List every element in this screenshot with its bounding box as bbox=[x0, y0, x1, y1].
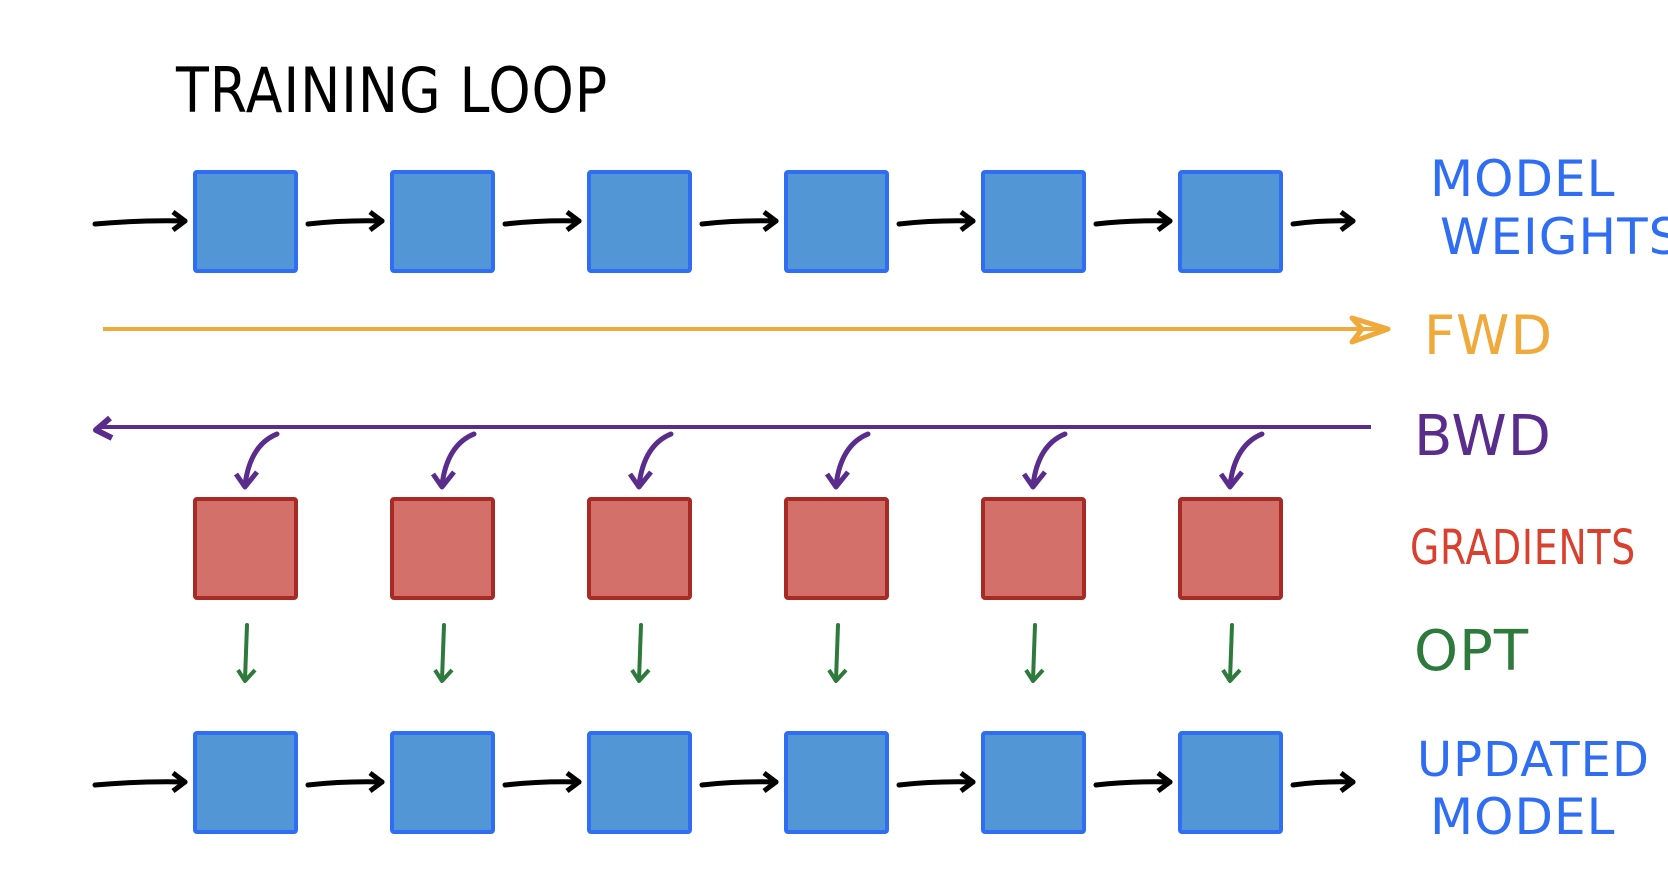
arrowhead-icon bbox=[565, 210, 582, 232]
weight-block bbox=[390, 170, 495, 273]
opt-arrow bbox=[637, 623, 643, 682]
bwd-gradient-arrow bbox=[636, 431, 674, 488]
arrowhead-icon bbox=[1339, 771, 1356, 793]
updated-weight-block bbox=[193, 731, 298, 834]
flow-arrow bbox=[305, 779, 385, 788]
gradient-block bbox=[587, 497, 692, 600]
updated-weight-block bbox=[784, 731, 889, 834]
arrowhead-icon bbox=[565, 771, 582, 793]
updated-weight-block bbox=[981, 731, 1086, 834]
flow-arrow bbox=[1093, 779, 1173, 788]
arrowhead-icon bbox=[1339, 210, 1356, 232]
updated-model-row bbox=[92, 731, 1356, 834]
diagram-title: TRAINING LOOP bbox=[175, 54, 608, 127]
arrowhead-icon bbox=[368, 771, 385, 793]
arrowhead-icon bbox=[762, 210, 779, 232]
arrowhead-icon bbox=[1024, 668, 1045, 683]
flow-arrow bbox=[502, 779, 582, 788]
bwd-arrowhead-icon bbox=[93, 415, 114, 441]
arrowhead-icon bbox=[1221, 668, 1242, 683]
gradient-block bbox=[981, 497, 1086, 600]
model-weights-label-line2: WEIGHTS bbox=[1440, 208, 1668, 266]
arrowhead-icon bbox=[171, 210, 188, 232]
flow-arrow bbox=[699, 779, 779, 788]
bwd-gradient-arrow bbox=[439, 431, 477, 488]
arrowhead-icon bbox=[630, 668, 651, 683]
arrowhead-icon bbox=[430, 470, 456, 490]
gradient-block bbox=[193, 497, 298, 600]
flow-arrow bbox=[896, 779, 976, 788]
flow-arrow bbox=[1290, 218, 1356, 227]
opt-label: OPT bbox=[1414, 619, 1529, 684]
updated-model-label-line1: UPDATED bbox=[1417, 732, 1650, 788]
gradients-row bbox=[193, 431, 1283, 683]
flow-arrow bbox=[92, 779, 188, 788]
opt-arrow bbox=[440, 623, 446, 682]
flow-arrow bbox=[896, 218, 976, 227]
model-weights-label-line1: MODEL bbox=[1430, 150, 1615, 208]
flow-arrow bbox=[305, 218, 385, 227]
arrowhead-icon bbox=[627, 470, 653, 490]
flow-arrow bbox=[1093, 218, 1173, 227]
weight-block bbox=[784, 170, 889, 273]
arrowhead-icon bbox=[959, 210, 976, 232]
arrowhead-icon bbox=[1156, 210, 1173, 232]
opt-arrow bbox=[1031, 623, 1037, 682]
fwd-label: FWD bbox=[1424, 304, 1553, 367]
arrowhead-icon bbox=[762, 771, 779, 793]
model-weights-row bbox=[92, 170, 1356, 273]
flow-arrow bbox=[699, 218, 779, 227]
weight-block bbox=[193, 170, 298, 273]
arrowhead-icon bbox=[171, 771, 188, 793]
arrowhead-icon bbox=[827, 668, 848, 683]
arrowhead-icon bbox=[368, 210, 385, 232]
bwd-gradient-arrow bbox=[242, 431, 280, 488]
gradient-block bbox=[390, 497, 495, 600]
updated-weight-block bbox=[587, 731, 692, 834]
updated-weight-block bbox=[1178, 731, 1283, 834]
updated-model-label-line2: MODEL bbox=[1430, 788, 1615, 846]
bwd-gradient-arrow bbox=[1030, 431, 1068, 488]
bwd-gradient-arrow bbox=[1227, 431, 1265, 488]
weight-block bbox=[587, 170, 692, 273]
weight-block bbox=[981, 170, 1086, 273]
weight-block bbox=[1178, 170, 1283, 273]
arrowhead-icon bbox=[1156, 771, 1173, 793]
gradients-label: GRADIENTS bbox=[1410, 520, 1636, 576]
opt-arrow bbox=[834, 623, 840, 682]
opt-arrow bbox=[1228, 623, 1234, 682]
bwd-gradient-arrow bbox=[833, 431, 871, 488]
fwd-arrowhead-icon bbox=[1349, 315, 1391, 345]
updated-weight-block bbox=[390, 731, 495, 834]
arrowhead-icon bbox=[433, 668, 454, 683]
flow-arrow bbox=[502, 218, 582, 227]
arrowhead-icon bbox=[233, 470, 259, 490]
flow-arrow bbox=[92, 218, 188, 227]
opt-arrow bbox=[243, 623, 249, 682]
gradient-block bbox=[784, 497, 889, 600]
flow-arrow bbox=[1290, 779, 1356, 788]
bwd-label: BWD bbox=[1414, 404, 1552, 469]
arrowhead-icon bbox=[1021, 470, 1047, 490]
arrowhead-icon bbox=[824, 470, 850, 490]
arrowhead-icon bbox=[236, 668, 257, 683]
arrowhead-icon bbox=[959, 771, 976, 793]
gradient-block bbox=[1178, 497, 1283, 600]
arrowhead-icon bbox=[1218, 470, 1244, 490]
